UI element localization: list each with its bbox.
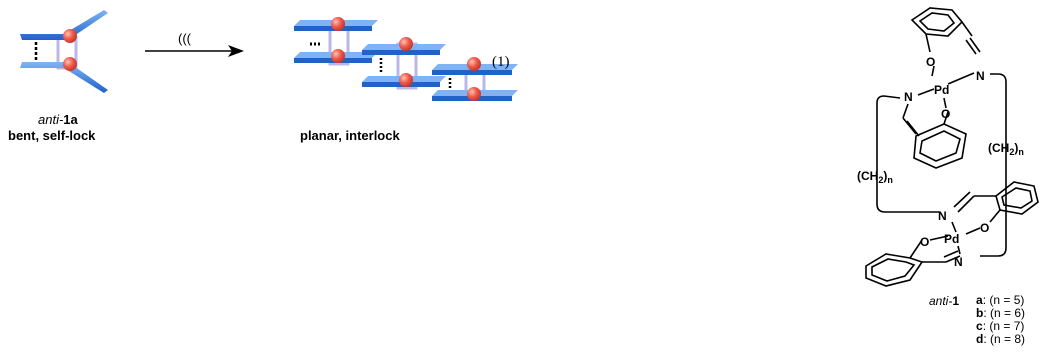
benzene-ring-top xyxy=(910,7,964,37)
reactant-bent-dimer xyxy=(20,10,108,93)
ultrasound-symbol: ((( xyxy=(178,31,192,46)
atom-pd-bottom: Pd xyxy=(944,232,959,246)
benzene-ring-right xyxy=(995,181,1039,215)
atom-o-top: O xyxy=(926,55,935,69)
reaction-arrow xyxy=(145,45,244,57)
atom-n-top-right: N xyxy=(976,69,985,83)
compound-entry: a: (n = 5) xyxy=(976,293,1025,307)
atom-labels: O N Pd N O N O Pd O N xyxy=(904,55,989,269)
compound-prefix-bold: 1 xyxy=(952,294,960,308)
pd-salen-structure xyxy=(865,7,1039,287)
atom-o-bottom-left: O xyxy=(920,235,929,249)
pd-center-sphere xyxy=(63,57,77,71)
compound-prefix: anti-1 xyxy=(929,294,959,308)
benzene-ring-bottom xyxy=(865,253,924,287)
pd-center-sphere xyxy=(63,29,77,43)
compound-entry: d: (n = 8) xyxy=(976,332,1026,346)
compound-list: a: (n = 5) b: (n = 6) c: (n = 7) d: (n =… xyxy=(976,294,1025,346)
benzene-ring-middle xyxy=(913,123,967,169)
atom-o-bottom-right: O xyxy=(980,221,989,235)
linker-right: (CH2)n xyxy=(988,141,1024,157)
linker-left: (CH2)n xyxy=(857,169,893,185)
reactant-name-prefix: anti- xyxy=(38,112,64,127)
atom-n-bottom: N xyxy=(938,209,947,223)
equation-number: (1) xyxy=(492,54,510,70)
atom-n-bottom-lower: N xyxy=(954,255,963,269)
atom-o-middle: O xyxy=(941,107,950,121)
reactant-name: anti-1a xyxy=(38,112,78,127)
atom-n-top-left: N xyxy=(904,90,913,104)
atom-pd-top: Pd xyxy=(934,83,949,97)
product-stack xyxy=(294,17,518,101)
reactant-description: bent, self-lock xyxy=(8,128,96,143)
reactant-name-id: 1a xyxy=(63,112,78,127)
linker-labels: (CH2)n (CH2)n xyxy=(857,141,1024,185)
product-description: planar, interlock xyxy=(300,128,400,143)
compound-prefix-italic: anti- xyxy=(929,294,953,308)
compound-entry: b: (n = 6) xyxy=(976,306,1026,320)
compound-entry: c: (n = 7) xyxy=(976,319,1025,333)
